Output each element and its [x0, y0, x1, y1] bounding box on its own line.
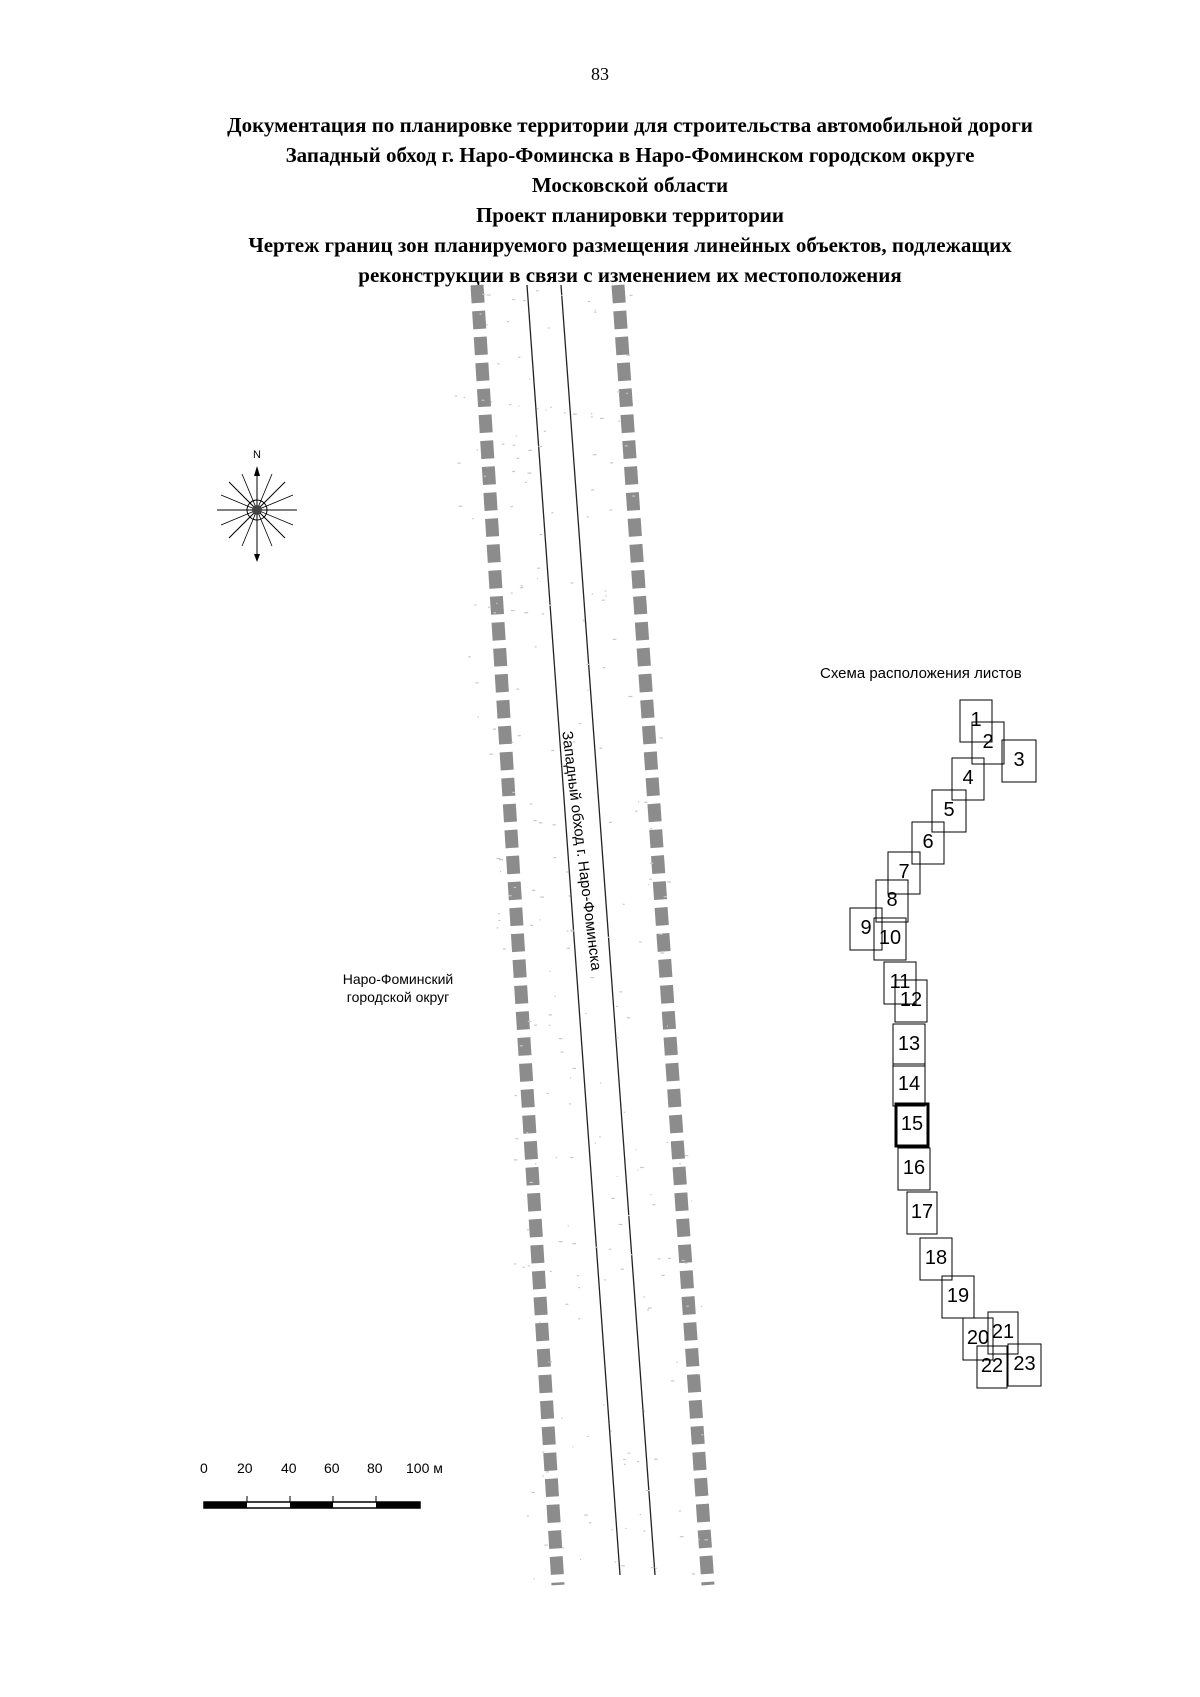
page-number: 83: [591, 64, 609, 84]
sheet-number: 5: [943, 799, 954, 821]
sheet-number: 17: [911, 1201, 933, 1223]
scale-bar: [203, 1496, 421, 1509]
title-line-6: реконструкции в связи с изменением их ме…: [358, 263, 902, 287]
sheet-box-21: 21: [987, 1311, 1019, 1355]
sheet-number: 22: [981, 1355, 1003, 1377]
sheet-number: 6: [922, 831, 933, 853]
sheet-number: 23: [1013, 1353, 1035, 1375]
sheet-box-9: 9: [849, 907, 883, 951]
district-label-line-2: городской округ: [346, 989, 450, 1005]
title-line-3: Московской области: [531, 173, 729, 197]
sheet-box-16: 16: [897, 1147, 931, 1191]
sheet-number: 3: [1013, 749, 1024, 771]
title-line-2: Западный обход г. Наро-Фоминска в Наро-Ф…: [285, 143, 975, 167]
sheet-box-10: 10: [873, 917, 907, 961]
sheet-box-6: 6: [911, 821, 945, 865]
sheet-box-4: 4: [951, 757, 985, 801]
district-label: Наро-Фоминский городской округ: [318, 970, 478, 1006]
scale-tick-label: 40: [281, 1460, 297, 1476]
title-line-4: Проект планировки территории: [475, 203, 785, 227]
right-zone-boundary: [611, 284, 715, 1586]
sheet-number: 9: [860, 917, 871, 939]
sheet-number: 13: [898, 1033, 920, 1055]
road-edge-right: [560, 284, 656, 1576]
sheet-scheme-title: Схема расположения листов: [820, 665, 1022, 682]
sheet-box-19: 19: [941, 1275, 975, 1319]
map-speckle: [454, 290, 708, 1580]
sheet-number: 12: [900, 989, 922, 1011]
sheet-box-7: 7: [887, 851, 921, 895]
sheet-number: 16: [903, 1157, 925, 1179]
sheet-box-5: 5: [931, 789, 967, 833]
compass-rose-icon: N: [217, 449, 297, 562]
north-label: N: [253, 449, 261, 461]
title-line-5: Чертеж границ зон планируемого размещени…: [248, 233, 1012, 257]
sheet-box-20: 20: [962, 1317, 994, 1361]
sheet-box-13: 13: [892, 1023, 926, 1067]
sheet-box-15: 15: [894, 1102, 930, 1148]
scale-tick-label: 100 м: [406, 1460, 443, 1476]
sheet-box-23: 23: [1007, 1343, 1042, 1387]
sheet-box-8: 8: [875, 879, 909, 923]
sheet-box-14: 14: [892, 1063, 926, 1107]
sheet-box-18: 18: [919, 1237, 953, 1281]
sheet-number: 8: [886, 889, 897, 911]
sheet-number: 10: [879, 927, 901, 949]
sheet-box-2: 2: [971, 721, 1005, 765]
sheet-box-12: 12: [894, 979, 928, 1023]
sheet-box-1: 1: [959, 699, 993, 743]
scale-tick-label: 0: [200, 1460, 208, 1476]
sheet-number: 21: [992, 1321, 1014, 1343]
sheet-number: 18: [925, 1247, 947, 1269]
sheet-number: 7: [898, 861, 909, 883]
sheet-number: 20: [967, 1327, 989, 1349]
sheet-box-22: 22: [976, 1345, 1008, 1389]
title-line-1: Документация по планировке территории дл…: [227, 113, 1033, 137]
sheet-number: 14: [898, 1073, 920, 1095]
sheet-number: 15: [901, 1113, 923, 1135]
scale-tick-label: 80: [367, 1460, 383, 1476]
sheet-number: 19: [947, 1285, 969, 1307]
district-label-line-1: Наро-Фоминский: [342, 971, 454, 987]
sheet-box-17: 17: [906, 1191, 938, 1235]
sheet-number: 2: [982, 731, 993, 753]
sheet-box-3: 3: [1001, 739, 1037, 783]
left-zone-boundary: [470, 284, 565, 1586]
sheet-number: 4: [962, 767, 973, 789]
scale-tick-label: 60: [324, 1460, 340, 1476]
scale-tick-label: 20: [237, 1460, 253, 1476]
document-title: Документация по планировке территории дл…: [150, 110, 1110, 290]
sheet-number: 1: [970, 709, 981, 731]
